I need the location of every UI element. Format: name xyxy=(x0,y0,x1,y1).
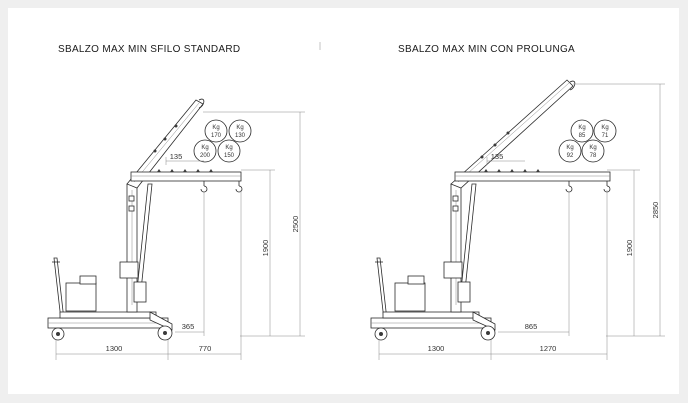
dimension-min-reach: 865 xyxy=(525,322,538,331)
load-unit: Kg xyxy=(601,125,608,131)
load-value: 85 xyxy=(579,133,586,139)
dimension-max-height: 2500 xyxy=(291,216,300,233)
drawing-title-extension: SBALZO MAX MIN CON PROLUNGA xyxy=(398,44,576,55)
crane-extension xyxy=(370,79,611,341)
load-value: 150 xyxy=(224,153,235,159)
load-circle xyxy=(581,139,605,163)
dimensions-standard xyxy=(55,111,305,360)
drawing-title-standard: SBALZO MAX MIN SFILO STANDARD xyxy=(58,44,241,55)
dimension-hook-height: 1900 xyxy=(261,240,270,257)
load-value: 71 xyxy=(602,133,609,139)
load-circle xyxy=(228,119,252,143)
load-circle xyxy=(217,139,241,163)
load-unit: Kg xyxy=(236,125,243,131)
load-unit: Kg xyxy=(201,145,208,151)
load-value: 170 xyxy=(211,133,222,139)
dimension-max-height: 2850 xyxy=(651,202,660,219)
crane-standard xyxy=(47,98,243,341)
dimension-base: 1300 xyxy=(428,344,445,353)
load-circles-extension: Kg 85 Kg 71 Kg 92 Kg 78 xyxy=(558,119,617,163)
dimension-hook-height: 1900 xyxy=(625,240,634,257)
dimension-step: 135 xyxy=(491,152,504,161)
load-value: 78 xyxy=(590,153,597,159)
load-circles-standard: Kg 170 Kg 130 Kg 200 Kg 150 xyxy=(193,119,252,163)
load-value: 92 xyxy=(567,153,574,159)
load-circle xyxy=(558,139,582,163)
dimension-step: 135 xyxy=(170,152,183,161)
load-unit: Kg xyxy=(589,145,596,151)
load-unit: Kg xyxy=(225,145,232,151)
dimensions-extension xyxy=(378,83,665,360)
dimension-base: 1300 xyxy=(106,344,123,353)
drawing-sheet xyxy=(8,8,679,394)
load-unit: Kg xyxy=(578,125,585,131)
load-unit: Kg xyxy=(212,125,219,131)
load-circle xyxy=(593,119,617,143)
load-circle xyxy=(570,119,594,143)
load-value: 200 xyxy=(200,153,211,159)
dimension-reach: 770 xyxy=(199,344,212,353)
dimension-reach: 1270 xyxy=(540,344,557,353)
load-unit: Kg xyxy=(566,145,573,151)
load-value: 130 xyxy=(235,133,246,139)
load-circle xyxy=(193,139,217,163)
load-circle xyxy=(204,119,228,143)
dimension-min-reach: 365 xyxy=(182,322,195,331)
